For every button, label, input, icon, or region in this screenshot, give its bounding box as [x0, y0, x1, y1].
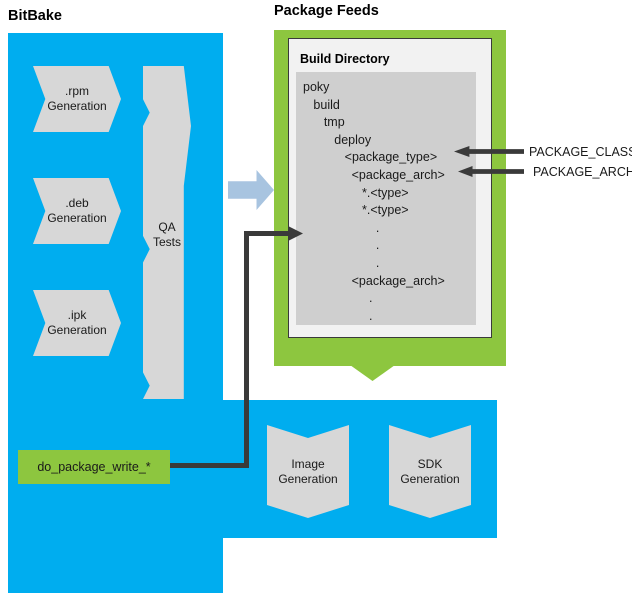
directory-listing-line: <package_arch>: [303, 167, 445, 182]
directory-listing-line: *.<type>: [303, 203, 409, 218]
ipk-generation-label: .ipk Generation: [47, 308, 107, 337]
package-arch-label: PACKAGE_ARCH: [533, 165, 632, 179]
qa-tests-label: QA Tests: [152, 219, 181, 249]
image-generation-label: Image Generation: [278, 456, 338, 486]
directory-listing-line: <package_arch>: [303, 273, 445, 288]
build-directory-title: Build Directory: [300, 52, 390, 66]
directory-listing-line: .: [303, 291, 373, 306]
directory-listing-line: poky: [303, 80, 330, 94]
qa-tests-chevron[interactable]: QA Tests: [143, 66, 191, 399]
package-arch-arrow-icon: [458, 166, 524, 177]
directory-listing-line: .: [303, 308, 373, 323]
package-classes-label: PACKAGE_CLASSES: [529, 145, 632, 159]
directory-listing-line: *.<type>: [303, 185, 409, 200]
connector-segment-horizontal-lower: [170, 463, 249, 468]
rpm-generation-label: .rpm Generation: [47, 84, 107, 113]
directory-listing-line: .: [303, 220, 380, 235]
bitbake-section-title: BitBake: [8, 8, 62, 24]
directory-listing-lines: poky build tmp deploy <package_type> <pa…: [296, 72, 476, 325]
directory-listing-line: tmp: [303, 115, 345, 130]
ipk-generation-chevron[interactable]: .ipk Generation: [33, 290, 121, 356]
right-arrow-icon: [228, 170, 274, 210]
image-generation-chevron[interactable]: Image Generation: [267, 425, 349, 518]
do-package-write-task-box[interactable]: do_package_write_*: [18, 450, 170, 484]
deb-generation-label: .deb Generation: [47, 196, 107, 225]
sdk-generation-chevron[interactable]: SDK Generation: [389, 425, 471, 518]
package-feeds-down-pointer-icon: [350, 365, 395, 381]
directory-listing-line: deploy: [303, 132, 372, 147]
directory-listing-line: <package_type>: [303, 150, 438, 165]
connector-segment-horizontal-upper: [244, 231, 292, 236]
rpm-generation-chevron[interactable]: .rpm Generation: [33, 66, 121, 132]
directory-listing-line: build: [303, 97, 340, 112]
directory-listing-line: .: [303, 255, 380, 270]
directory-listing-line: .: [303, 238, 380, 253]
connector-segment-vertical: [244, 231, 249, 467]
package-feeds-section-title: Package Feeds: [274, 3, 379, 19]
do-package-write-label: do_package_write_*: [37, 460, 151, 474]
directory-listing: poky build tmp deploy <package_type> <pa…: [296, 72, 476, 325]
sdk-generation-label: SDK Generation: [400, 456, 460, 486]
deb-generation-chevron[interactable]: .deb Generation: [33, 178, 121, 244]
package-classes-arrow-icon: [454, 146, 524, 157]
